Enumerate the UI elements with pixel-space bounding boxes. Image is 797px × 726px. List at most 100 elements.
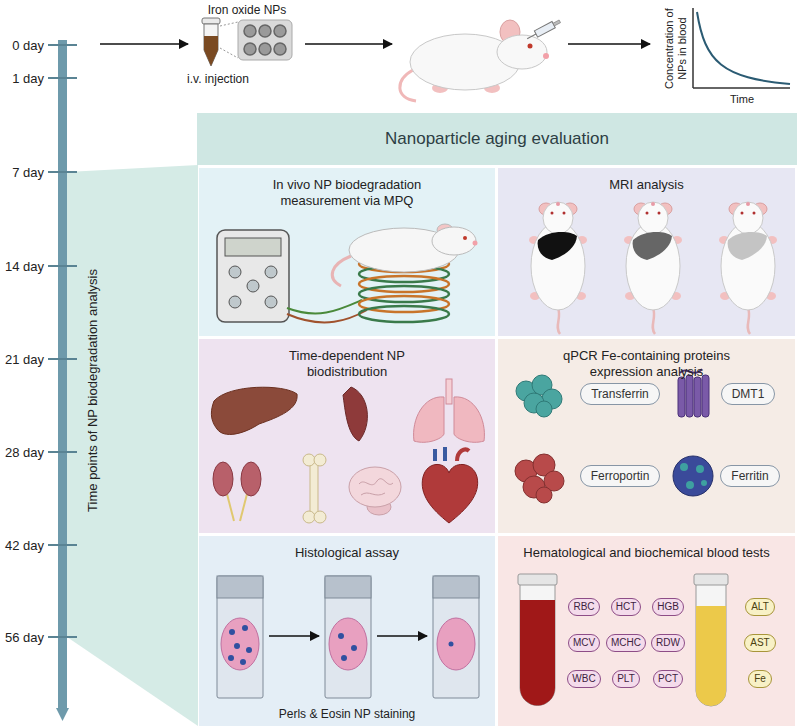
blood-parameter-pill: MCV	[568, 634, 600, 652]
serum-parameter-pill: Fe	[748, 670, 772, 688]
nanoparticle-tube-part-part	[274, 25, 286, 37]
mouse-on-coil-part	[332, 256, 351, 286]
blood-concentration-graph	[693, 8, 790, 88]
serum-parameter: AST	[750, 637, 769, 649]
panel-title: Histological assay	[199, 536, 495, 561]
coil-wires-part	[287, 300, 362, 313]
mpq-illustration	[199, 168, 495, 336]
mouse-figure-part-part	[527, 34, 536, 39]
protein-label-pill: Ferritin	[720, 465, 779, 487]
blood-tube	[518, 574, 557, 705]
blood-parameter: RDW	[656, 637, 680, 649]
mri-illustration-part	[719, 202, 777, 334]
flow-arrows-part	[100, 43, 188, 45]
lungs-organ-part	[414, 397, 444, 442]
glass-slide-part	[217, 576, 263, 698]
timeline-bar-part-part	[48, 451, 77, 453]
ferritin-icon-part-part	[686, 481, 694, 489]
lungs-organ	[414, 379, 485, 442]
timeline-bar-part-part	[48, 44, 77, 46]
mouse-on-coil-part	[432, 227, 476, 255]
flow-arrows-part	[568, 43, 650, 45]
blood-parameter-pill: HGB	[652, 598, 684, 616]
bone-organ-part	[310, 461, 318, 515]
detection-coil-part	[359, 296, 449, 312]
iron-stain-dots	[228, 625, 454, 665]
iron-stain-dots-part	[242, 625, 248, 631]
timeline-bar-part-part	[48, 636, 77, 638]
iron-stain-dots-part	[246, 647, 252, 653]
heart-organ-part	[422, 464, 477, 523]
blood-parameter-pill: PLT	[612, 670, 640, 688]
serum-parameter-pill: ALT	[745, 598, 775, 616]
nanoparticle-tube-part-part	[244, 43, 256, 55]
blood-parameter: MCHC	[611, 637, 641, 649]
dmt1-icon-part	[702, 375, 709, 417]
iron-stain-dots-part	[338, 633, 344, 639]
glass-slide	[217, 576, 479, 698]
liver-signal	[728, 232, 767, 260]
protein-label: DMT1	[732, 387, 765, 401]
protein-label: Ferritin	[731, 469, 768, 483]
protein-label: Ferroportin	[591, 469, 650, 483]
bone-organ-part	[314, 454, 326, 466]
brain-organ-part	[361, 493, 385, 495]
dmt1-icon-part	[694, 377, 701, 417]
transferrin-icon-part	[536, 401, 552, 417]
time-point: 14 day	[5, 259, 44, 274]
iron-stain-dots-part	[341, 655, 347, 661]
timeline-bar-part	[58, 40, 67, 710]
nanoparticle-tube-part	[220, 48, 238, 58]
coil-wires-part	[287, 310, 367, 322]
method-panel: In vivo NP biodegradation measurement vi…	[199, 168, 495, 336]
slide-arrows-part	[377, 635, 427, 637]
panel-title: Time-dependent NP biodistribution	[282, 339, 412, 381]
protein-label-pill: Transferrin	[580, 383, 660, 405]
iron-stain-dots-part	[229, 629, 235, 635]
nanoparticle-tube-part-part	[259, 43, 271, 55]
kidneys-organ-part	[213, 462, 233, 496]
blood-parameter: WBC	[572, 673, 595, 685]
timeline-title: Time points of NP biodegradation analysi…	[86, 230, 101, 550]
tissue-section	[221, 618, 475, 670]
nanoparticle-tube-part	[238, 20, 292, 60]
brain-organ-part	[359, 479, 393, 485]
detection-coil-part	[359, 286, 449, 302]
mri-illustration-part	[529, 202, 587, 334]
blood-parameter: HCT	[616, 601, 637, 613]
nanoparticle-tube-part-part	[274, 43, 286, 55]
liver-signal	[538, 232, 577, 260]
tissue-section-part	[329, 618, 367, 670]
serum-parameter: ALT	[751, 601, 769, 613]
serum-tube-part	[696, 584, 726, 706]
tissue-section-part	[221, 618, 259, 670]
mpq-device-part-part	[265, 296, 277, 308]
zoom-fan	[67, 165, 198, 726]
glass-slide-part	[433, 576, 479, 598]
mouse-figure	[400, 18, 562, 101]
route-label: i.v. injection	[187, 72, 249, 86]
nanoparticle-tube	[202, 18, 292, 66]
time-point: 1 day	[12, 71, 44, 86]
transferrin-icon	[516, 375, 562, 417]
time-point: 21 day	[5, 352, 44, 367]
mpq-device-part	[217, 230, 289, 322]
heart-organ-part	[435, 447, 445, 461]
serum-parameter: Fe	[754, 673, 766, 685]
panel-title: MRI analysis	[498, 168, 795, 193]
time-point: 0 day	[12, 38, 44, 53]
ferritin-icon-part	[680, 463, 707, 489]
panel-title: qPCR Fe-containing proteins expression a…	[557, 339, 737, 381]
timeline-bar-part-part	[48, 358, 77, 360]
flow-arrows-part	[305, 43, 392, 45]
iron-stain-dots-part	[240, 659, 246, 665]
protein-label-pill: Ferroportin	[580, 465, 661, 487]
blood-tube-part	[518, 574, 557, 585]
blood-concentration-graph-part	[693, 87, 790, 89]
glass-slide-part	[325, 576, 371, 698]
kidneys-organ	[213, 462, 261, 521]
blood-parameter-pill: MCHC	[606, 634, 646, 652]
panel-title: In vivo NP biodegradation measurement vi…	[242, 168, 452, 210]
brain-organ-part	[349, 467, 401, 507]
bone-organ-part	[314, 511, 326, 523]
